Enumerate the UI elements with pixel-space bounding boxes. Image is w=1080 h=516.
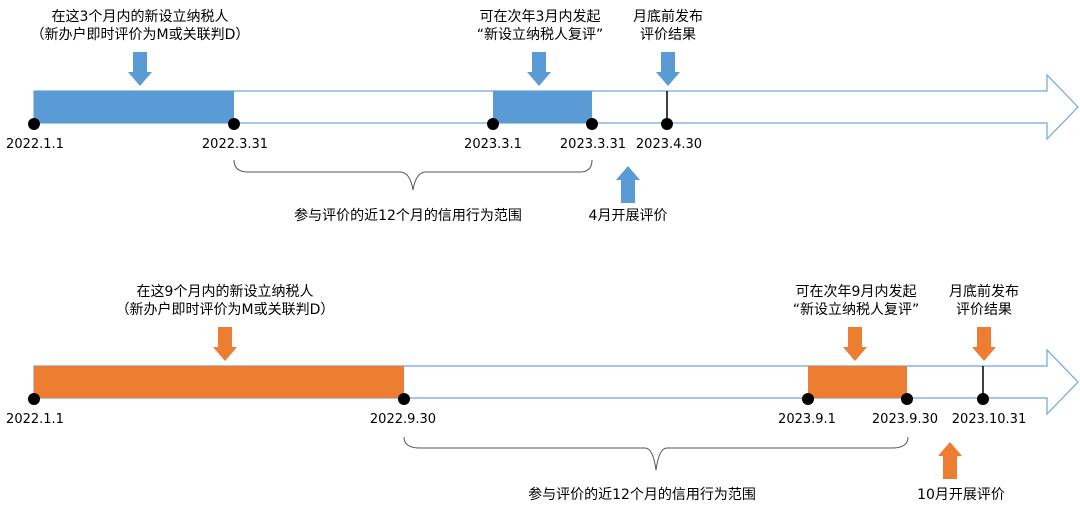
timeline-panel-2 xyxy=(28,327,1079,479)
new-taxpayer-period-bar xyxy=(34,366,404,398)
up-arrow-icon xyxy=(938,442,962,479)
down-arrow-icon xyxy=(843,327,867,361)
callout-line: （新办户即时评价为M或关联判D） xyxy=(115,302,335,318)
callout-line: 评价结果 xyxy=(956,302,1012,318)
date-dot xyxy=(487,118,499,130)
date-dot xyxy=(802,393,814,405)
date-label: 2022.9.30 xyxy=(369,412,437,427)
up-arrow-icon xyxy=(616,166,640,203)
date-dot xyxy=(661,118,673,130)
reassessment-window-bar xyxy=(808,366,907,398)
evaluation-range-label: 参与评价的近12个月的信用行为范围 xyxy=(294,208,522,224)
callout-line: 月底前发布 xyxy=(949,284,1019,300)
new-taxpayer-callout: 在这9个月内的新设立纳税人 （新办户即时评价为M或关联判D） xyxy=(100,283,350,319)
callout-line: 在这3个月内的新设立纳税人 xyxy=(51,9,229,25)
range-brace xyxy=(233,159,593,191)
callout-line: “新设立纳税人复评” xyxy=(476,27,604,43)
callout-line: （新办户即时评价为M或关联判D） xyxy=(30,27,250,43)
callout-line: 在这9个月内的新设立纳税人 xyxy=(136,284,314,300)
evaluation-start-label: 4月开展评价 xyxy=(588,208,668,224)
reassessment-window-bar xyxy=(493,91,592,123)
down-arrow-icon xyxy=(972,327,996,361)
date-dot xyxy=(586,118,598,130)
new-taxpayer-period-bar xyxy=(34,91,234,123)
range-brace xyxy=(403,436,909,471)
release-callout: 月底前发布 评价结果 xyxy=(934,283,1034,319)
date-label: 2023.4.30 xyxy=(635,137,703,152)
timeline-panel-1 xyxy=(28,52,1079,203)
date-dot xyxy=(977,393,989,405)
date-label: 2023.3.31 xyxy=(559,137,627,152)
callout-line: 可在次年9月内发起 xyxy=(795,284,917,300)
new-taxpayer-callout: 在这3个月内的新设立纳税人 （新办户即时评价为M或关联判D） xyxy=(20,8,260,44)
date-label: 2023.3.1 xyxy=(464,137,522,152)
reassessment-callout: 可在次年3月内发起 “新设立纳税人复评” xyxy=(450,8,630,44)
down-arrow-icon xyxy=(527,52,551,86)
date-label: 2022.1.1 xyxy=(6,412,64,427)
callout-line: “新设立纳税人复评” xyxy=(792,302,920,318)
date-label: 2023.9.1 xyxy=(778,412,836,427)
callout-line: 月底前发布 xyxy=(633,9,703,25)
date-label: 2022.3.31 xyxy=(201,137,269,152)
date-dot xyxy=(28,118,40,130)
release-callout: 月底前发布 评价结果 xyxy=(618,8,718,44)
down-arrow-icon xyxy=(656,52,680,86)
down-arrow-icon xyxy=(128,52,152,86)
date-dot xyxy=(901,393,913,405)
down-arrow-icon xyxy=(213,327,237,361)
date-label: 2023.10.31 xyxy=(951,412,1027,427)
date-dot xyxy=(398,393,410,405)
reassessment-callout: 可在次年9月内发起 “新设立纳税人复评” xyxy=(766,283,946,319)
callout-line: 评价结果 xyxy=(640,27,696,43)
date-dot xyxy=(28,393,40,405)
date-label: 2023.9.30 xyxy=(871,412,939,427)
date-label: 2022.1.1 xyxy=(6,137,64,152)
evaluation-range-label: 参与评价的近12个月的信用行为范围 xyxy=(528,487,756,503)
date-dot xyxy=(228,118,240,130)
evaluation-start-label: 10月开展评价 xyxy=(917,487,1005,503)
callout-line: 可在次年3月内发起 xyxy=(479,9,601,25)
